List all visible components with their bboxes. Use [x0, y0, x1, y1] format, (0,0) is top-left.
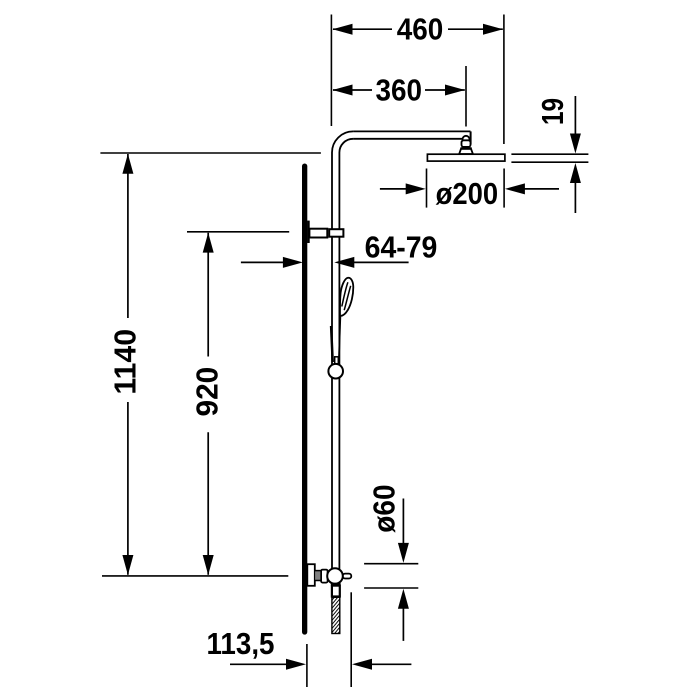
svg-text:ø200: ø200: [436, 176, 499, 211]
svg-text:1140: 1140: [108, 329, 143, 395]
svg-text:ø60: ø60: [367, 485, 402, 533]
svg-text:920: 920: [190, 367, 225, 417]
svg-text:64-79: 64-79: [365, 230, 438, 265]
svg-text:460: 460: [397, 11, 444, 46]
svg-text:113,5: 113,5: [207, 626, 275, 661]
svg-text:360: 360: [376, 72, 423, 107]
svg-text:19: 19: [535, 98, 570, 125]
